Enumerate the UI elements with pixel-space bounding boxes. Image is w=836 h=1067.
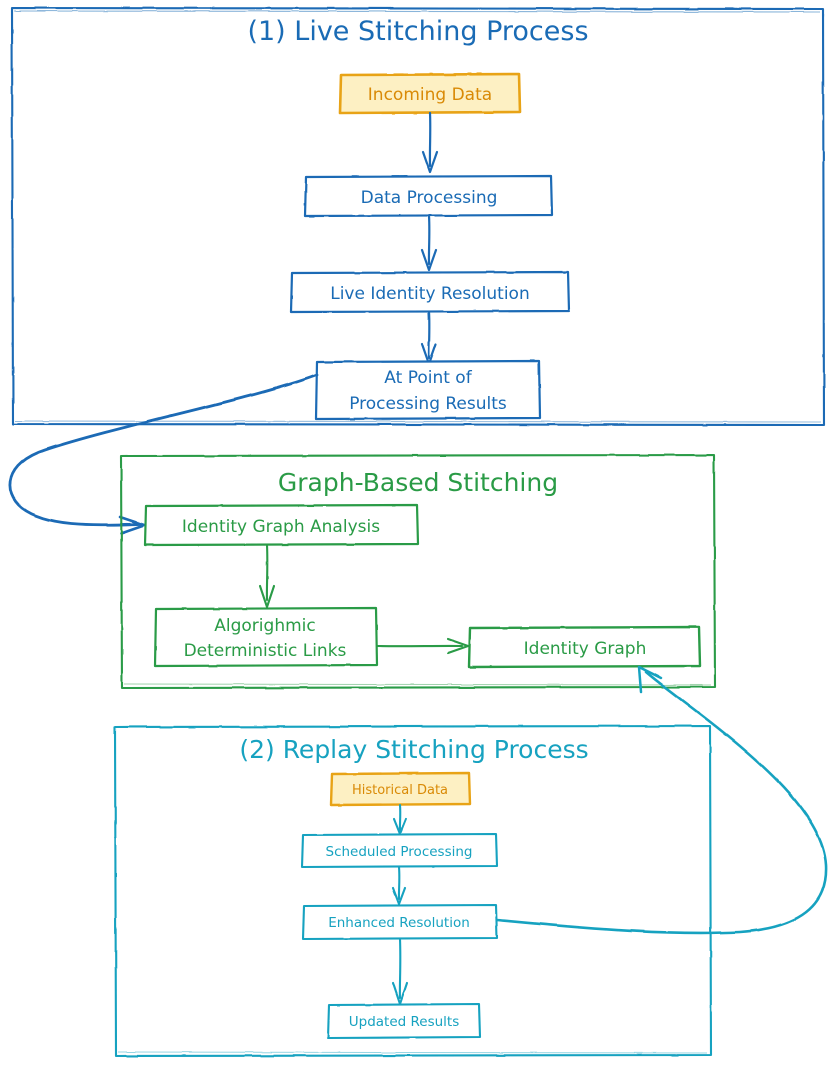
- node-updated-results-box: [326, 1002, 482, 1040]
- node-identity-graph-analysis-label: Identity Graph Analysis: [182, 517, 380, 537]
- group-replay-stitching: (2) Replay Stitching Process Historical …: [113, 724, 713, 1058]
- node-data-processing-label: Data Processing: [361, 188, 498, 208]
- node-scheduled-processing-box: [300, 832, 499, 869]
- node-live-identity-resolution-label: Live Identity Resolution: [330, 284, 530, 304]
- node-scheduled-processing[interactable]: Scheduled Processing: [300, 832, 499, 869]
- edge-historical-to-scheduled: [392, 803, 408, 836]
- node-algorighmic-deterministic-links[interactable]: Algorighmic Deterministic Links: [153, 606, 379, 668]
- node-scheduled-processing-label: Scheduled Processing: [326, 844, 473, 860]
- node-enhanced-resolution-label: Enhanced Resolution: [328, 915, 470, 931]
- node-incoming-data[interactable]: Incoming Data: [338, 72, 522, 115]
- group-live-stitching-title: (1) Live Stitching Process: [247, 16, 588, 47]
- node-live-identity-resolution-box: [289, 270, 571, 314]
- node-identity-graph-label: Identity Graph: [524, 639, 647, 659]
- edge-scheduled-to-enhanced: [391, 865, 407, 906]
- group-live-stitching-border: [10, 6, 826, 427]
- node-incoming-data-box: [338, 72, 522, 115]
- edge-at-point-to-graph-analysis: [8, 373, 319, 535]
- edge-live-identity-to-at-point: [420, 310, 438, 366]
- node-enhanced-resolution-box: [301, 903, 499, 941]
- group-graph-based-stitching: Graph-Based Stitching Identity Graph Ana…: [119, 453, 717, 690]
- group-replay-stitching-border: [113, 724, 713, 1058]
- node-updated-results[interactable]: Updated Results: [326, 1002, 482, 1040]
- edge-algorighmic-to-identity-graph: [375, 637, 470, 655]
- edge-incoming-to-processing: [421, 111, 439, 174]
- node-identity-graph-box: [467, 625, 702, 669]
- node-updated-results-label: Updated Results: [349, 1014, 460, 1030]
- edge-processing-to-live-identity: [420, 214, 438, 272]
- node-algorighmic-deterministic-links-label-line2: Deterministic Links: [184, 641, 347, 661]
- group-graph-based-stitching-border: [119, 453, 717, 690]
- edge-enhanced-to-identity-graph: [495, 665, 828, 935]
- edge-enhanced-to-updated: [391, 937, 409, 1006]
- node-algorighmic-deterministic-links-box: [153, 606, 379, 668]
- node-at-point-of-processing-results-label-line1: At Point of: [384, 368, 472, 388]
- node-data-processing[interactable]: Data Processing: [303, 174, 554, 218]
- node-identity-graph-analysis[interactable]: Identity Graph Analysis: [143, 503, 420, 547]
- node-identity-graph-analysis-box: [143, 503, 420, 547]
- node-incoming-data-label: Incoming Data: [368, 85, 492, 105]
- node-at-point-of-processing-results-label-line2: Processing Results: [349, 394, 507, 414]
- node-historical-data[interactable]: Historical Data: [329, 771, 472, 807]
- group-replay-stitching-title: (2) Replay Stitching Process: [239, 735, 588, 764]
- edge-graph-analysis-to-algorighmic: [258, 543, 276, 609]
- node-live-identity-resolution[interactable]: Live Identity Resolution: [289, 270, 571, 314]
- node-historical-data-box: [329, 771, 472, 807]
- group-graph-based-stitching-title: Graph-Based Stitching: [278, 468, 558, 497]
- node-data-processing-box: [303, 174, 554, 218]
- node-identity-graph[interactable]: Identity Graph: [467, 625, 702, 669]
- node-historical-data-label: Historical Data: [352, 783, 448, 798]
- node-at-point-of-processing-results[interactable]: At Point of Processing Results: [314, 359, 542, 421]
- group-live-stitching: (1) Live Stitching Process Incoming Data…: [10, 6, 826, 427]
- node-at-point-of-processing-results-box: [314, 359, 542, 421]
- node-enhanced-resolution[interactable]: Enhanced Resolution: [301, 903, 499, 941]
- node-algorighmic-deterministic-links-label-line1: Algorighmic: [214, 616, 315, 636]
